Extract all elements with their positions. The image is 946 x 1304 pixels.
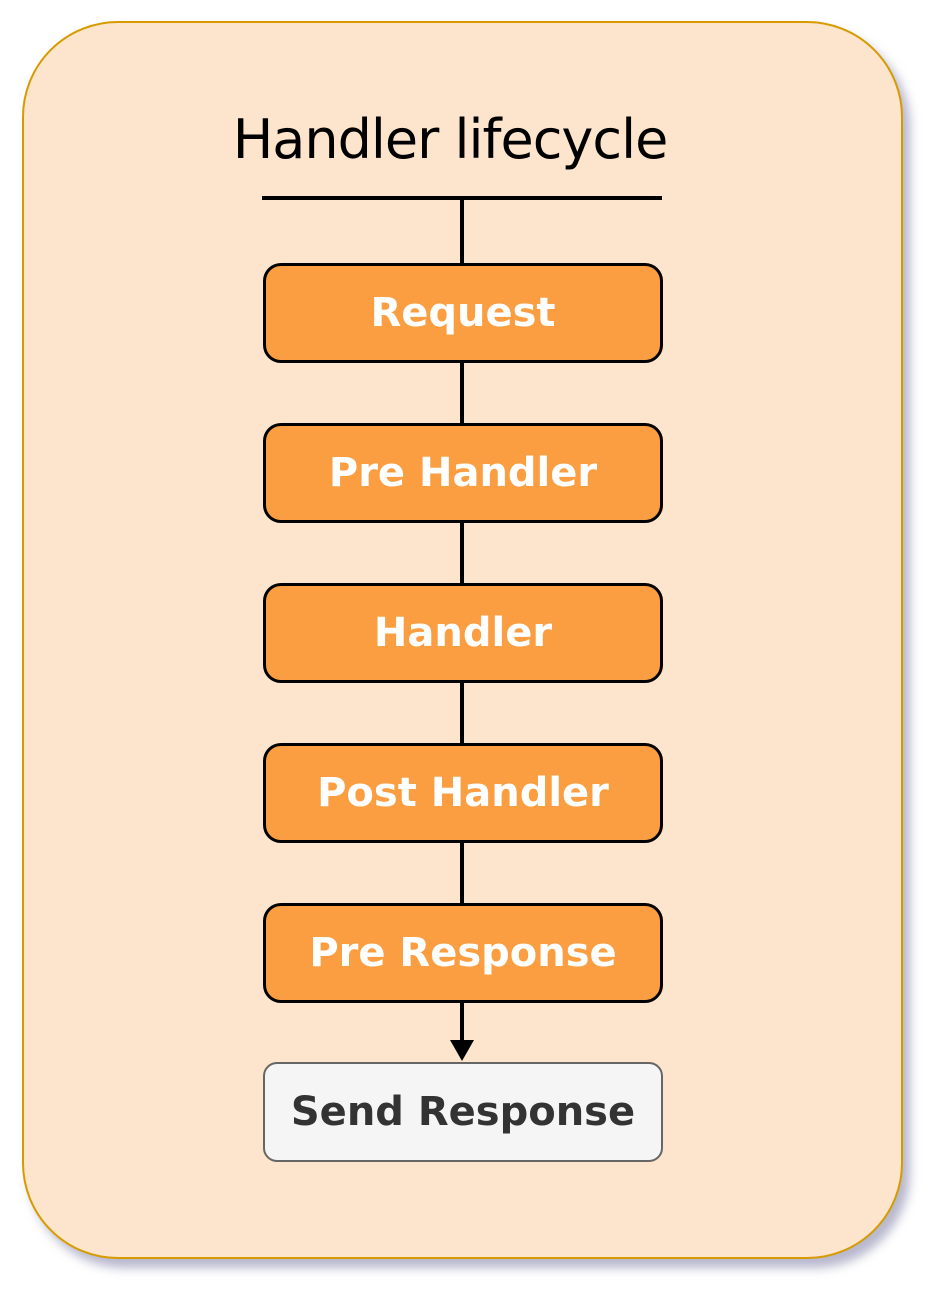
arrow-down-icon	[450, 1040, 474, 1061]
node-pre-response: Pre Response	[263, 903, 663, 1003]
node-pre-handler-label: Pre Handler	[328, 450, 598, 496]
node-post-handler-label: Post Handler	[317, 770, 609, 816]
connector-pre-handler-to-handler	[460, 522, 464, 584]
node-pre-response-label: Pre Response	[309, 930, 617, 976]
node-handler-label: Handler	[373, 610, 553, 656]
node-pre-handler: Pre Handler	[263, 423, 663, 523]
connector-post-handler-to-pre-response	[460, 842, 464, 904]
title-underline	[262, 196, 662, 200]
diagram-title: Handler lifecycle	[232, 108, 669, 171]
node-request-label: Request	[370, 290, 556, 336]
connector-handler-to-post-handler	[460, 682, 464, 744]
node-post-handler: Post Handler	[263, 743, 663, 843]
node-handler: Handler	[263, 583, 663, 683]
node-send-response-label: Send Response	[290, 1089, 636, 1135]
node-request: Request	[263, 263, 663, 363]
node-send-response: Send Response	[263, 1062, 663, 1162]
connector-pre-response-to-send-response	[460, 1002, 464, 1048]
connector-title-to-request	[460, 199, 464, 265]
connector-request-to-pre-handler	[460, 362, 464, 424]
